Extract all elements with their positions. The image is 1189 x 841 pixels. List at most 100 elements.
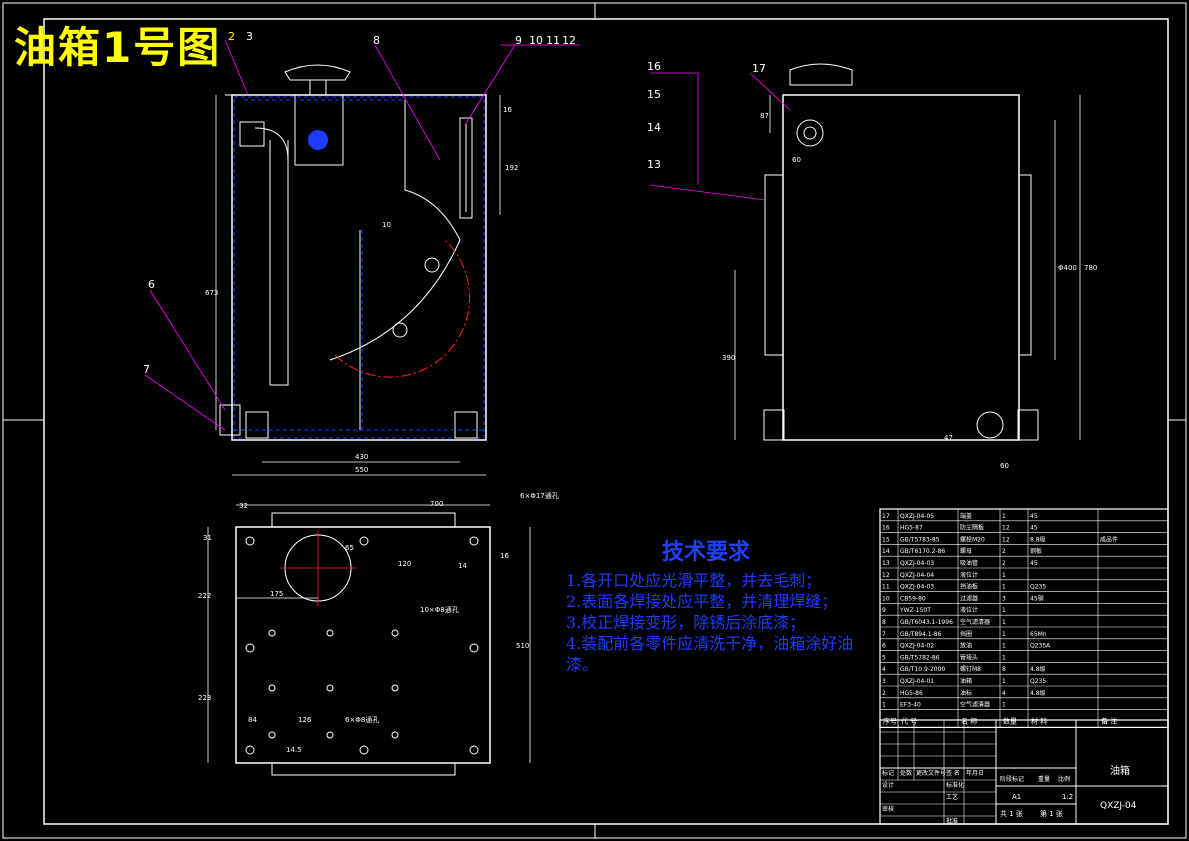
parts-cell-no: 9 — [882, 607, 886, 614]
parts-cell-mat: 45 — [1030, 513, 1038, 520]
inner-frame — [43, 18, 1169, 825]
parts-cell-no: 8 — [882, 619, 886, 626]
parts-cell-no: 4 — [882, 666, 886, 673]
parts-cell-code: GB/T5782-86 — [900, 654, 940, 661]
parts-cell-no: 12 — [882, 572, 890, 579]
leader-14: 14 — [647, 121, 661, 134]
dim-16-top: 16 — [500, 552, 509, 560]
parts-cell-name: 油标 — [960, 689, 972, 697]
sheet-title: 油箱1号图 — [14, 23, 222, 72]
leader-17: 17 — [752, 62, 766, 75]
parts-cell-no: 6 — [882, 643, 886, 650]
parts-cell-note: 成品件 — [1100, 535, 1118, 543]
dim-175: 175 — [270, 590, 283, 598]
dim-10: 10 — [382, 221, 391, 229]
parts-cell-mat: 65Mn — [1030, 631, 1047, 638]
tb-label-date: 年月日 — [966, 769, 984, 777]
parts-cell-name: 油箱 — [960, 677, 972, 685]
parts-cell-no: 10 — [882, 595, 890, 602]
parts-cell-code: GB/T894.1-86 — [900, 631, 942, 638]
parts-cell-qty: 1 — [1002, 702, 1006, 709]
dim-32: 32 — [239, 502, 248, 510]
parts-cell-no: 16 — [882, 525, 890, 532]
leader-1: 1 — [210, 30, 217, 43]
dim-550: 550 — [355, 466, 368, 474]
parts-cell-qty: 3 — [1002, 595, 1006, 602]
parts-header-mat: 材 料 — [1031, 716, 1047, 725]
title-block-drawing-no: QXZJ-04 — [1100, 801, 1137, 811]
parts-cell-mat: 4.8级 — [1030, 665, 1046, 673]
parts-cell-code: QXZJ-04-01 — [900, 678, 934, 685]
dim-430: 430 — [355, 453, 368, 461]
parts-cell-name: 空气滤清器 — [960, 618, 990, 626]
parts-cell-mat: 钢板 — [1030, 547, 1042, 555]
parts-cell-code: CB59-80 — [900, 595, 926, 602]
dim-60-top: 60 — [792, 156, 801, 164]
parts-cell-name: 挡圈 — [960, 630, 972, 638]
leader-6: 6 — [148, 278, 155, 291]
tb-role-design: 设计 — [882, 781, 894, 789]
parts-cell-name: 放油 — [960, 642, 972, 650]
parts-cell-name: 空气滤清器 — [960, 701, 990, 709]
tb-label-change: 更改文件号 — [916, 769, 946, 777]
parts-cell-no: 1 — [882, 702, 886, 709]
dim-6xphi17: 6×Φ17通孔 — [520, 491, 559, 500]
parts-cell-code: GB/T10.9-2000 — [900, 666, 945, 673]
parts-cell-mat: 8.8级 — [1030, 535, 1046, 543]
dim-phi400: Φ400 — [1058, 264, 1077, 272]
tech-req-item-2: 2.表面各焊接处应平整，并清理焊缝； — [566, 592, 838, 611]
parts-cell-no: 2 — [882, 690, 886, 697]
parts-cell-no: 13 — [882, 560, 890, 567]
tb-label-count: 处数 — [900, 769, 912, 777]
parts-cell-mat: Q235 — [1030, 584, 1046, 591]
parts-cell-name: 防尘隔板 — [960, 524, 984, 532]
title-block-scale-label: 比例 — [1058, 775, 1070, 783]
dim-6xphi8: 6×Φ8通孔 — [345, 715, 379, 724]
side-view: 17 16 15 14 13 87 60 390 Φ400 780 47 60 — [647, 60, 1097, 470]
parts-cell-code: HG5-86 — [900, 690, 923, 697]
title-block-stage-label: 阶段标记 — [1000, 775, 1024, 783]
dim-60-bottom: 60 — [1000, 462, 1009, 470]
parts-cell-qty: 4 — [1002, 690, 1006, 697]
parts-header-note: 备 注 — [1101, 716, 1117, 725]
leader-15: 15 — [647, 88, 661, 101]
parts-cell-no: 11 — [882, 584, 890, 591]
tech-req-item-4: 4.装配前各零件应清洗干净，油箱涂好油漆。 — [566, 634, 854, 674]
leader-3: 3 — [246, 30, 253, 43]
dim-510: 510 — [516, 642, 529, 650]
tech-requirements: 技术要求 1.各开口处应光滑平整，并去毛刺； 2.表面各焊接处应平整，并清理焊缝… — [566, 534, 856, 675]
parts-cell-no: 3 — [882, 678, 886, 685]
dim-10xphi8: 10×Φ8通孔 — [420, 605, 459, 614]
parts-cell-qty: 8 — [1002, 666, 1006, 673]
leader-13: 13 — [647, 158, 661, 171]
parts-cell-name: 挡油板 — [960, 583, 978, 591]
parts-cell-mat: Q235 — [1030, 678, 1046, 685]
title-block-total: 共 1 张 — [1000, 809, 1023, 818]
tech-req-item-1: 1.各开口处应光滑平整，并去毛刺； — [566, 571, 822, 590]
parts-header-no: 序号 — [883, 716, 897, 725]
parts-cell-code: HG5-87 — [900, 525, 923, 532]
parts-cell-no: 17 — [882, 513, 890, 520]
leader-12: 12 — [562, 34, 576, 47]
parts-cell-code: QXZJ-04-05 — [900, 513, 934, 520]
parts-cell-no: 7 — [882, 631, 886, 638]
tech-req-item-3: 3.校正焊接变形，除锈后涂底漆； — [566, 613, 806, 632]
leader-16: 16 — [647, 60, 661, 73]
tb-role-review: 审核 — [882, 805, 894, 813]
center-marks — [3, 3, 1186, 838]
parts-cell-no: 15 — [882, 536, 890, 543]
dim-120: 120 — [398, 560, 411, 568]
dim-700: 700 — [430, 500, 443, 508]
parts-cell-qty: 12 — [1002, 525, 1010, 532]
dim-14-5: 14.5 — [286, 746, 302, 754]
dim-192: 192 — [505, 164, 518, 172]
parts-cell-qty: 2 — [1002, 560, 1006, 567]
parts-cell-qty: 1 — [1002, 572, 1006, 579]
parts-cell-mat: 45钢 — [1030, 594, 1044, 602]
tb-role-approve: 批准 — [946, 817, 958, 825]
leader-11: 11 — [546, 34, 560, 47]
dim-47: 47 — [944, 434, 953, 442]
parts-cell-name: 螺母 — [960, 547, 972, 555]
